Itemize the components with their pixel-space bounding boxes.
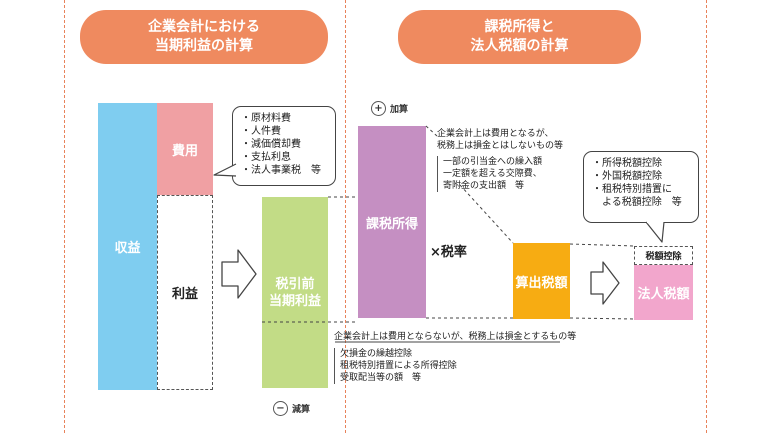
tax-credit-example: ・租税特別措置に <box>592 184 672 195</box>
plus-icon: + <box>371 101 386 116</box>
multiply-tax-rate: ×税率 <box>430 245 467 260</box>
pretax-label: 当期利益 <box>268 293 321 309</box>
bubble-tail <box>645 221 665 243</box>
guide-line <box>459 184 514 244</box>
add-note-item: 一定額を超える交際費、 <box>443 169 542 179</box>
subtract-tag: − 減算 <box>273 401 310 416</box>
profit-block: 利益 <box>157 195 213 390</box>
expense-block: 費用 <box>157 103 213 195</box>
expense-example: ・法人事業税 等 <box>241 165 321 176</box>
add-note: 企業会計上は費用となるが、 税務上は損金とはしないもの等 一部の引当金への繰入額… <box>437 128 563 192</box>
profit-label: 利益 <box>171 287 198 302</box>
subtract-note: 企業会計上は費用とならないが、税務上は損金とするもの等 欠損金の繰越控除 租税特… <box>334 331 576 384</box>
tax-credit-example: よる税額控除 等 <box>592 197 682 208</box>
corporate-tax-block: 法人税額 <box>634 265 693 320</box>
header-line: 法人税額の計算 <box>470 38 569 54</box>
header-line: 当期利益の計算 <box>155 38 253 54</box>
pretax-label: 税引前 <box>275 276 315 292</box>
bubble-tail <box>213 163 237 177</box>
subtract-note-heading: 企業会計上は費用とならないが、税務上は損金とするもの等 <box>334 332 577 342</box>
subtract-label: 減算 <box>292 405 311 415</box>
computed-tax-block: 算出税額 <box>513 243 570 319</box>
revenue-block: 収益 <box>98 103 157 390</box>
tax-credit-example: ・所得税額控除 <box>592 158 662 169</box>
taxable-income-label: 課税所得 <box>365 216 418 232</box>
add-note-item: 寄附金の支出額 等 <box>443 181 525 191</box>
tax-credit-examples-bubble: ・所得税額控除 ・外国税額控除 ・租税特別措置に よる税額控除 等 <box>583 151 699 223</box>
expense-example: ・支払利息 <box>241 152 291 163</box>
revenue-label: 収益 <box>114 241 141 256</box>
subtract-note-item: 欠損金の繰越控除 <box>340 349 413 359</box>
header-accounting-profit: 企業会計における 当期利益の計算 <box>80 10 328 64</box>
guide-line <box>569 317 635 320</box>
tax-credit-example: ・外国税額控除 <box>592 171 662 182</box>
corporate-tax-label: 法人税額 <box>637 287 690 302</box>
add-label: 加算 <box>390 105 409 115</box>
guide-line <box>569 243 635 247</box>
add-note-heading: 企業会計上は費用となるが、 <box>437 129 554 139</box>
guide-line <box>425 125 438 137</box>
pretax-profit-block: 税引前 当期利益 <box>262 197 328 388</box>
add-note-items: 一部の引当金への繰入額 一定額を超える交際費、 寄附金の支出額 等 <box>437 156 563 192</box>
tax-credit-block: 税額控除 <box>634 246 693 265</box>
expense-example: ・人件費 <box>241 126 281 137</box>
header-line: 企業会計における <box>148 19 260 35</box>
subtract-note-items: 欠損金の繰越控除 租税特別措置による所得控除 受取配当等の額 等 <box>334 348 576 384</box>
subtract-note-item: 租税特別措置による所得控除 <box>340 361 457 371</box>
divider-right <box>706 0 707 433</box>
arrow-right-icon <box>221 249 257 299</box>
arrow-right-icon <box>590 261 620 305</box>
divider-middle <box>345 0 346 433</box>
header-taxable-income: 課税所得と 法人税額の計算 <box>398 10 641 64</box>
expense-example: ・原材料費 <box>241 113 291 124</box>
expense-example: ・減価償却費 <box>241 139 301 150</box>
divider-left <box>64 0 65 433</box>
minus-icon: − <box>273 401 288 416</box>
header-line: 課税所得と <box>484 19 555 35</box>
expense-label: 費用 <box>171 143 198 159</box>
add-tag: + 加算 <box>371 101 408 116</box>
expense-examples-bubble: ・原材料費 ・人件費 ・減価償却費 ・支払利息 ・法人事業税 等 <box>232 106 336 186</box>
subtract-note-item: 受取配当等の額 等 <box>340 373 422 383</box>
add-note-item: 一部の引当金への繰入額 <box>443 157 543 167</box>
taxable-income-block: 課税所得 <box>358 126 426 318</box>
computed-tax-label: 算出税額 <box>515 275 568 291</box>
add-note-heading: 税務上は損金とはしないもの等 <box>437 141 564 151</box>
tax-credit-label: 税額控除 <box>645 252 682 262</box>
